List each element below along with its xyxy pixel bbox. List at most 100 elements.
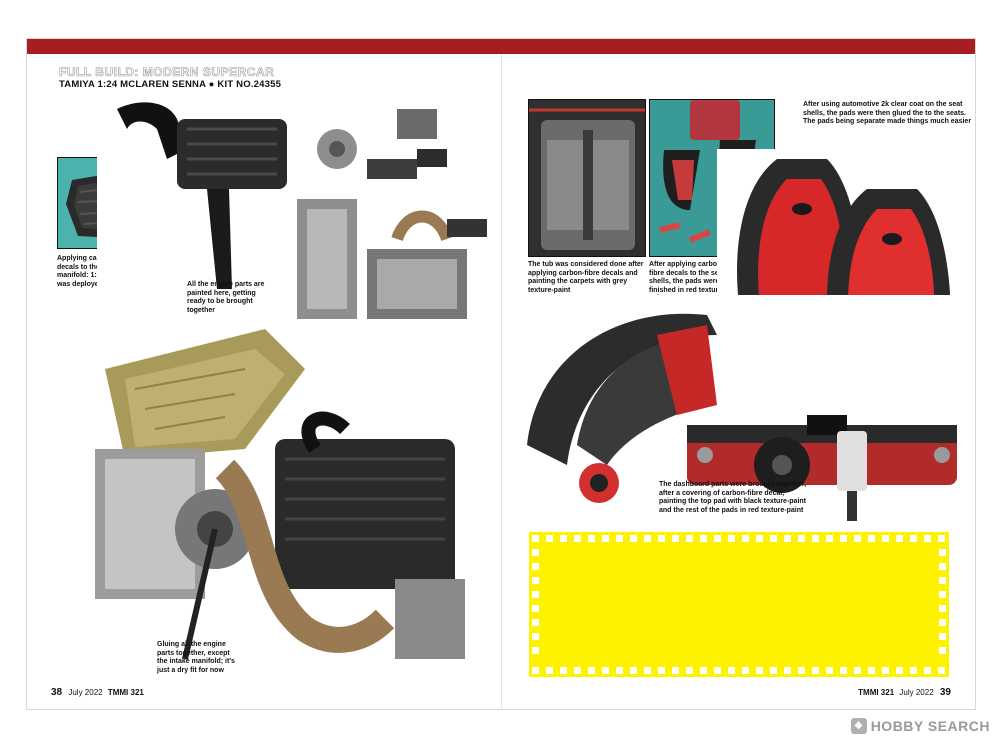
- folio-left: 38 July 2022 TMMI 321: [51, 687, 144, 698]
- placeholder-dash: [630, 535, 637, 542]
- placeholder-dash: [939, 647, 946, 654]
- placeholder-dash: [756, 667, 763, 674]
- folio-right-mag: TMMI 321: [858, 688, 895, 697]
- hobby-search-logo-icon: ❖: [850, 718, 867, 734]
- placeholder-dash: [532, 563, 539, 570]
- advert-placeholder-box: [529, 532, 949, 677]
- placeholder-dash: [784, 667, 791, 674]
- engine-parts-illustration: [117, 102, 487, 319]
- placeholder-dash: [896, 667, 903, 674]
- placeholder-dash: [546, 667, 553, 674]
- placeholder-dash: [532, 591, 539, 598]
- placeholder-dash: [532, 549, 539, 556]
- dashboard-illustration: [527, 313, 957, 521]
- placeholder-dash: [588, 535, 595, 542]
- watermark: ❖ HOBBY SEARCH: [850, 718, 990, 734]
- placeholder-dash: [532, 535, 539, 542]
- placeholder-dash: [882, 535, 889, 542]
- placeholder-dash: [560, 535, 567, 542]
- placeholder-dash: [532, 577, 539, 584]
- placeholder-dash: [728, 535, 735, 542]
- placeholder-dash: [868, 667, 875, 674]
- placeholder-dash: [812, 667, 819, 674]
- folio-left-mag: TMMI 321: [107, 688, 144, 697]
- assembled-engine-photo: [65, 329, 485, 679]
- folio-left-issue: July 2022: [68, 688, 103, 697]
- placeholder-dash: [574, 667, 581, 674]
- placeholder-dash: [939, 549, 946, 556]
- folio-left-page: 38: [51, 687, 63, 698]
- placeholder-dash: [939, 577, 946, 584]
- placeholder-dash: [939, 633, 946, 640]
- placeholder-dash: [812, 535, 819, 542]
- placeholder-dash: [939, 563, 946, 570]
- placeholder-dash: [700, 535, 707, 542]
- placeholder-dash: [602, 535, 609, 542]
- placeholder-dash: [938, 535, 945, 542]
- placeholder-dash: [714, 535, 721, 542]
- placeholder-dash: [939, 619, 946, 626]
- placeholder-dash: [924, 667, 931, 674]
- placeholder-dash: [756, 535, 763, 542]
- placeholder-dash: [939, 605, 946, 612]
- page-gutter: [501, 54, 502, 709]
- placeholder-dash: [546, 535, 553, 542]
- placeholder-dash: [770, 667, 777, 674]
- caption-gluing-engine: Gluing all the engine parts together, ex…: [157, 641, 235, 674]
- placeholder-dash: [644, 535, 651, 542]
- placeholder-dash: [700, 667, 707, 674]
- placeholder-dash: [560, 667, 567, 674]
- tub-illustration: [529, 100, 645, 256]
- placeholder-dash: [714, 667, 721, 674]
- placeholder-dash: [882, 667, 889, 674]
- placeholder-dash: [644, 667, 651, 674]
- dashboard-photo: [517, 295, 961, 523]
- placeholder-dash: [742, 667, 749, 674]
- article-kicker: FULL BUILD: MODERN SUPERCAR: [59, 65, 275, 80]
- folio-right-issue: July 2022: [899, 688, 934, 697]
- placeholder-dash: [532, 605, 539, 612]
- tub-photo: [528, 99, 646, 257]
- placeholder-dash: [924, 535, 931, 542]
- placeholder-dash: [658, 535, 665, 542]
- placeholder-dash: [798, 535, 805, 542]
- placeholder-dash: [616, 667, 623, 674]
- placeholder-dash: [602, 667, 609, 674]
- placeholder-dash: [840, 667, 847, 674]
- caption-engine-parts: All the engine parts are painted here, g…: [187, 281, 265, 314]
- placeholder-dash: [532, 619, 539, 626]
- placeholder-dash: [532, 633, 539, 640]
- assembled-engine-illustration: [95, 329, 465, 660]
- placeholder-dash: [574, 535, 581, 542]
- placeholder-dash: [826, 667, 833, 674]
- placeholder-dash: [616, 535, 623, 542]
- placeholder-dash: [938, 667, 945, 674]
- placeholder-dash: [728, 667, 735, 674]
- placeholder-dash: [630, 667, 637, 674]
- placeholder-dash: [686, 667, 693, 674]
- placeholder-dash: [658, 667, 665, 674]
- placeholder-dash: [826, 535, 833, 542]
- placeholder-dash: [742, 535, 749, 542]
- placeholder-dash: [854, 667, 861, 674]
- placeholder-dash: [910, 667, 917, 674]
- placeholder-dash: [854, 535, 861, 542]
- folio-right: TMMI 321 July 2022 39: [858, 687, 951, 698]
- caption-dashboard: The dashboard parts were brought togethe…: [659, 481, 807, 514]
- top-accent-bar: [27, 39, 975, 54]
- placeholder-dash: [686, 535, 693, 542]
- placeholder-dash: [532, 647, 539, 654]
- placeholder-dash: [840, 535, 847, 542]
- placeholder-dash: [588, 667, 595, 674]
- placeholder-dash: [672, 535, 679, 542]
- folio-right-page: 39: [939, 687, 951, 698]
- placeholder-dash: [939, 591, 946, 598]
- placeholder-dash: [868, 535, 875, 542]
- placeholder-dash: [896, 535, 903, 542]
- placeholder-dash: [798, 667, 805, 674]
- kit-subtitle: TAMIYA 1:24 MCLAREN SENNA ● KIT NO.24355: [59, 79, 282, 90]
- watermark-text: HOBBY SEARCH: [870, 718, 990, 734]
- placeholder-dash: [532, 667, 539, 674]
- placeholder-dash: [910, 535, 917, 542]
- placeholder-dash: [784, 535, 791, 542]
